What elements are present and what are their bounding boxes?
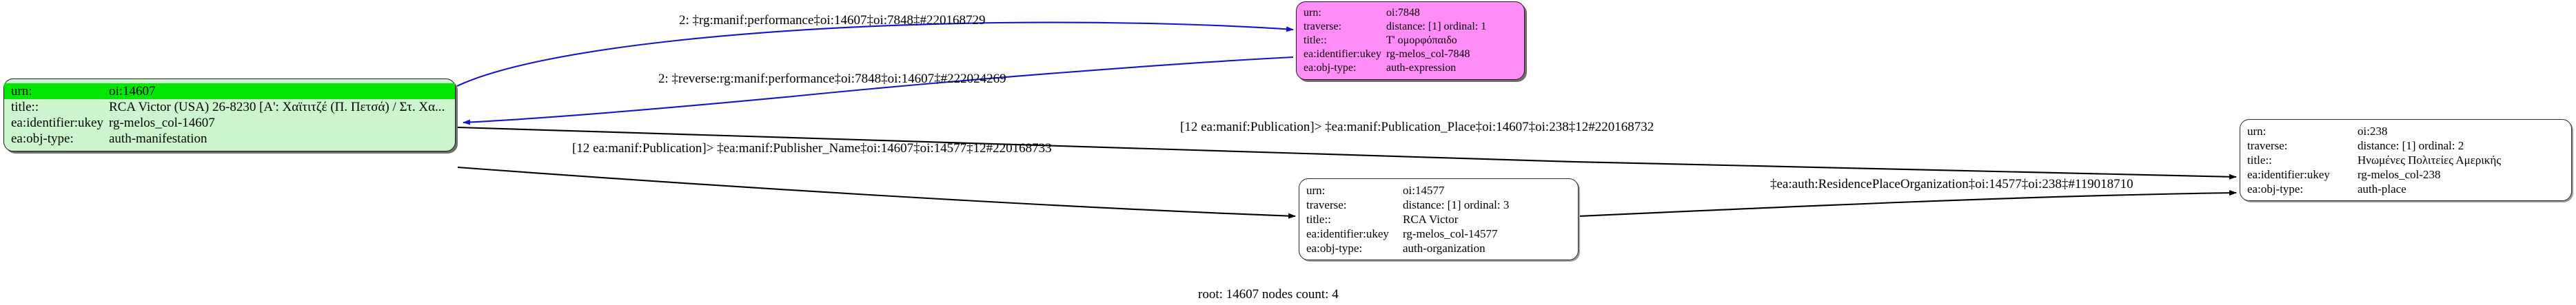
node-row-title: title:: Τ' ομορφόπαιδο bbox=[1297, 34, 1524, 48]
field-value: rg-melos_col-238 bbox=[2357, 168, 2441, 181]
node-oi-238[interactable]: urn: oi:238 traverse: distance: [1] ordi… bbox=[2240, 119, 2572, 201]
field-value: distance: [1] ordinal: 1 bbox=[1386, 21, 1487, 32]
node-row-urn: urn: oi:238 bbox=[2240, 124, 2571, 138]
edge-label-residence-place: ‡ea:auth:ResidencePlaceOrganization‡oi:1… bbox=[1770, 177, 2133, 191]
field-key: urn: bbox=[1304, 7, 1321, 19]
node-row-urn: urn: oi:14577 bbox=[1299, 183, 1578, 198]
field-key: title:: bbox=[2247, 154, 2272, 167]
edge-label-reverse-performance: 2: ‡reverse:rg:manif:performance‡oi:7848… bbox=[658, 72, 1006, 86]
node-row-traverse: traverse: distance: [1] ordinal: 2 bbox=[2240, 138, 2571, 153]
node-row-title: title:: Ηνωμένες Πολιτείες Αμερικής bbox=[2240, 153, 2571, 167]
field-key: ea:identifier:ukey bbox=[1304, 48, 1381, 60]
field-value: auth-expression bbox=[1386, 62, 1457, 74]
edge-reverse-performance-path bbox=[463, 56, 1294, 125]
field-key: traverse: bbox=[2247, 139, 2288, 152]
node-row-traverse: traverse: distance: [1] ordinal: 1 bbox=[1297, 20, 1524, 34]
node-row-objtype: ea:obj-type: auth-expression bbox=[1297, 61, 1524, 75]
edge-label-performance: 2: ‡rg:manif:performance‡oi:14607‡oi:784… bbox=[679, 13, 986, 28]
field-key: ea:obj-type: bbox=[1306, 242, 1363, 255]
field-key: ea:identifier:ukey bbox=[2247, 168, 2330, 181]
field-key: traverse: bbox=[1304, 21, 1342, 32]
field-value: RCA Victor bbox=[1403, 213, 1459, 226]
node-row-ukey: ea:identifier:ukey rg-melos_col-14607 bbox=[4, 115, 455, 131]
field-key: title:: bbox=[1306, 213, 1331, 226]
field-value: Τ' ομορφόπαιδο bbox=[1386, 34, 1457, 46]
field-value: RCA Victor (USA) 26-8230 [Α': Χαϊτιτζέ (… bbox=[109, 100, 445, 114]
field-value: oi:7848 bbox=[1386, 7, 1420, 19]
field-key: title:: bbox=[1304, 34, 1327, 46]
field-key: urn: bbox=[2247, 125, 2266, 138]
node-row-objtype: ea:obj-type: auth-place bbox=[2240, 182, 2571, 196]
node-row-objtype: ea:obj-type: auth-organization bbox=[1299, 241, 1578, 255]
node-row-ukey: ea:identifier:ukey rg-melos_col-14577 bbox=[1299, 227, 1578, 241]
node-oi-14607[interactable]: urn: oi:14607 title:: RCA Victor (USA) 2… bbox=[3, 78, 456, 151]
field-value: oi:14577 bbox=[1403, 184, 1445, 197]
field-key: ea:identifier:ukey bbox=[1306, 227, 1389, 240]
field-key: ea:identifier:ukey bbox=[11, 116, 103, 130]
field-value: distance: [1] ordinal: 2 bbox=[2357, 139, 2464, 152]
node-oi-7848[interactable]: urn: oi:7848 traverse: distance: [1] ord… bbox=[1296, 1, 1525, 80]
field-value: rg-melos_col-14607 bbox=[109, 116, 215, 130]
node-row-traverse: traverse: distance: [1] ordinal: 3 bbox=[1299, 198, 1578, 212]
field-value: Ηνωμένες Πολιτείες Αμερικής bbox=[2357, 154, 2502, 167]
graph-caption: root: 14607 nodes count: 4 bbox=[1198, 287, 1339, 302]
field-value: auth-organization bbox=[1403, 242, 1485, 255]
node-row-title: title:: RCA Victor bbox=[1299, 212, 1578, 227]
node-row-objtype: ea:obj-type: auth-manifestation bbox=[4, 131, 455, 147]
field-value: distance: [1] ordinal: 3 bbox=[1403, 198, 1510, 211]
field-value: auth-manifestation bbox=[109, 132, 207, 146]
node-row-urn: urn: oi:14607 bbox=[4, 83, 455, 99]
field-key: title:: bbox=[11, 100, 39, 114]
edge-publisher-name-path bbox=[457, 166, 1296, 219]
node-oi-14577[interactable]: urn: oi:14577 traverse: distance: [1] or… bbox=[1299, 178, 1579, 260]
field-key: traverse: bbox=[1306, 198, 1347, 211]
field-key: urn: bbox=[1306, 184, 1326, 197]
field-value: oi:238 bbox=[2357, 125, 2388, 138]
field-value: auth-place bbox=[2357, 182, 2406, 196]
edge-residence-place-path bbox=[1578, 190, 2237, 218]
node-row-ukey: ea:identifier:ukey rg-melos_col-238 bbox=[2240, 167, 2571, 182]
edge-label-publication-place: [12 ea:manif:Publication]> ‡ea:manif:Pub… bbox=[1180, 120, 1654, 134]
node-row-title: title:: RCA Victor (USA) 26-8230 [Α': Χα… bbox=[4, 99, 455, 115]
field-key: ea:obj-type: bbox=[2247, 182, 2304, 196]
node-row-urn: urn: oi:7848 bbox=[1297, 6, 1524, 20]
edge-label-publisher-name: [12 ea:manif:Publication]> ‡ea:manif:Pub… bbox=[572, 141, 1052, 156]
field-key: urn: bbox=[4, 83, 109, 99]
field-value: rg-melos_col-7848 bbox=[1386, 48, 1470, 60]
field-value: rg-melos_col-14577 bbox=[1403, 227, 1498, 240]
field-key: ea:obj-type: bbox=[1304, 62, 1357, 74]
field-value: oi:14607 bbox=[109, 83, 455, 99]
field-key: ea:obj-type: bbox=[11, 132, 74, 146]
node-row-ukey: ea:identifier:ukey rg-melos_col-7848 bbox=[1297, 48, 1524, 61]
